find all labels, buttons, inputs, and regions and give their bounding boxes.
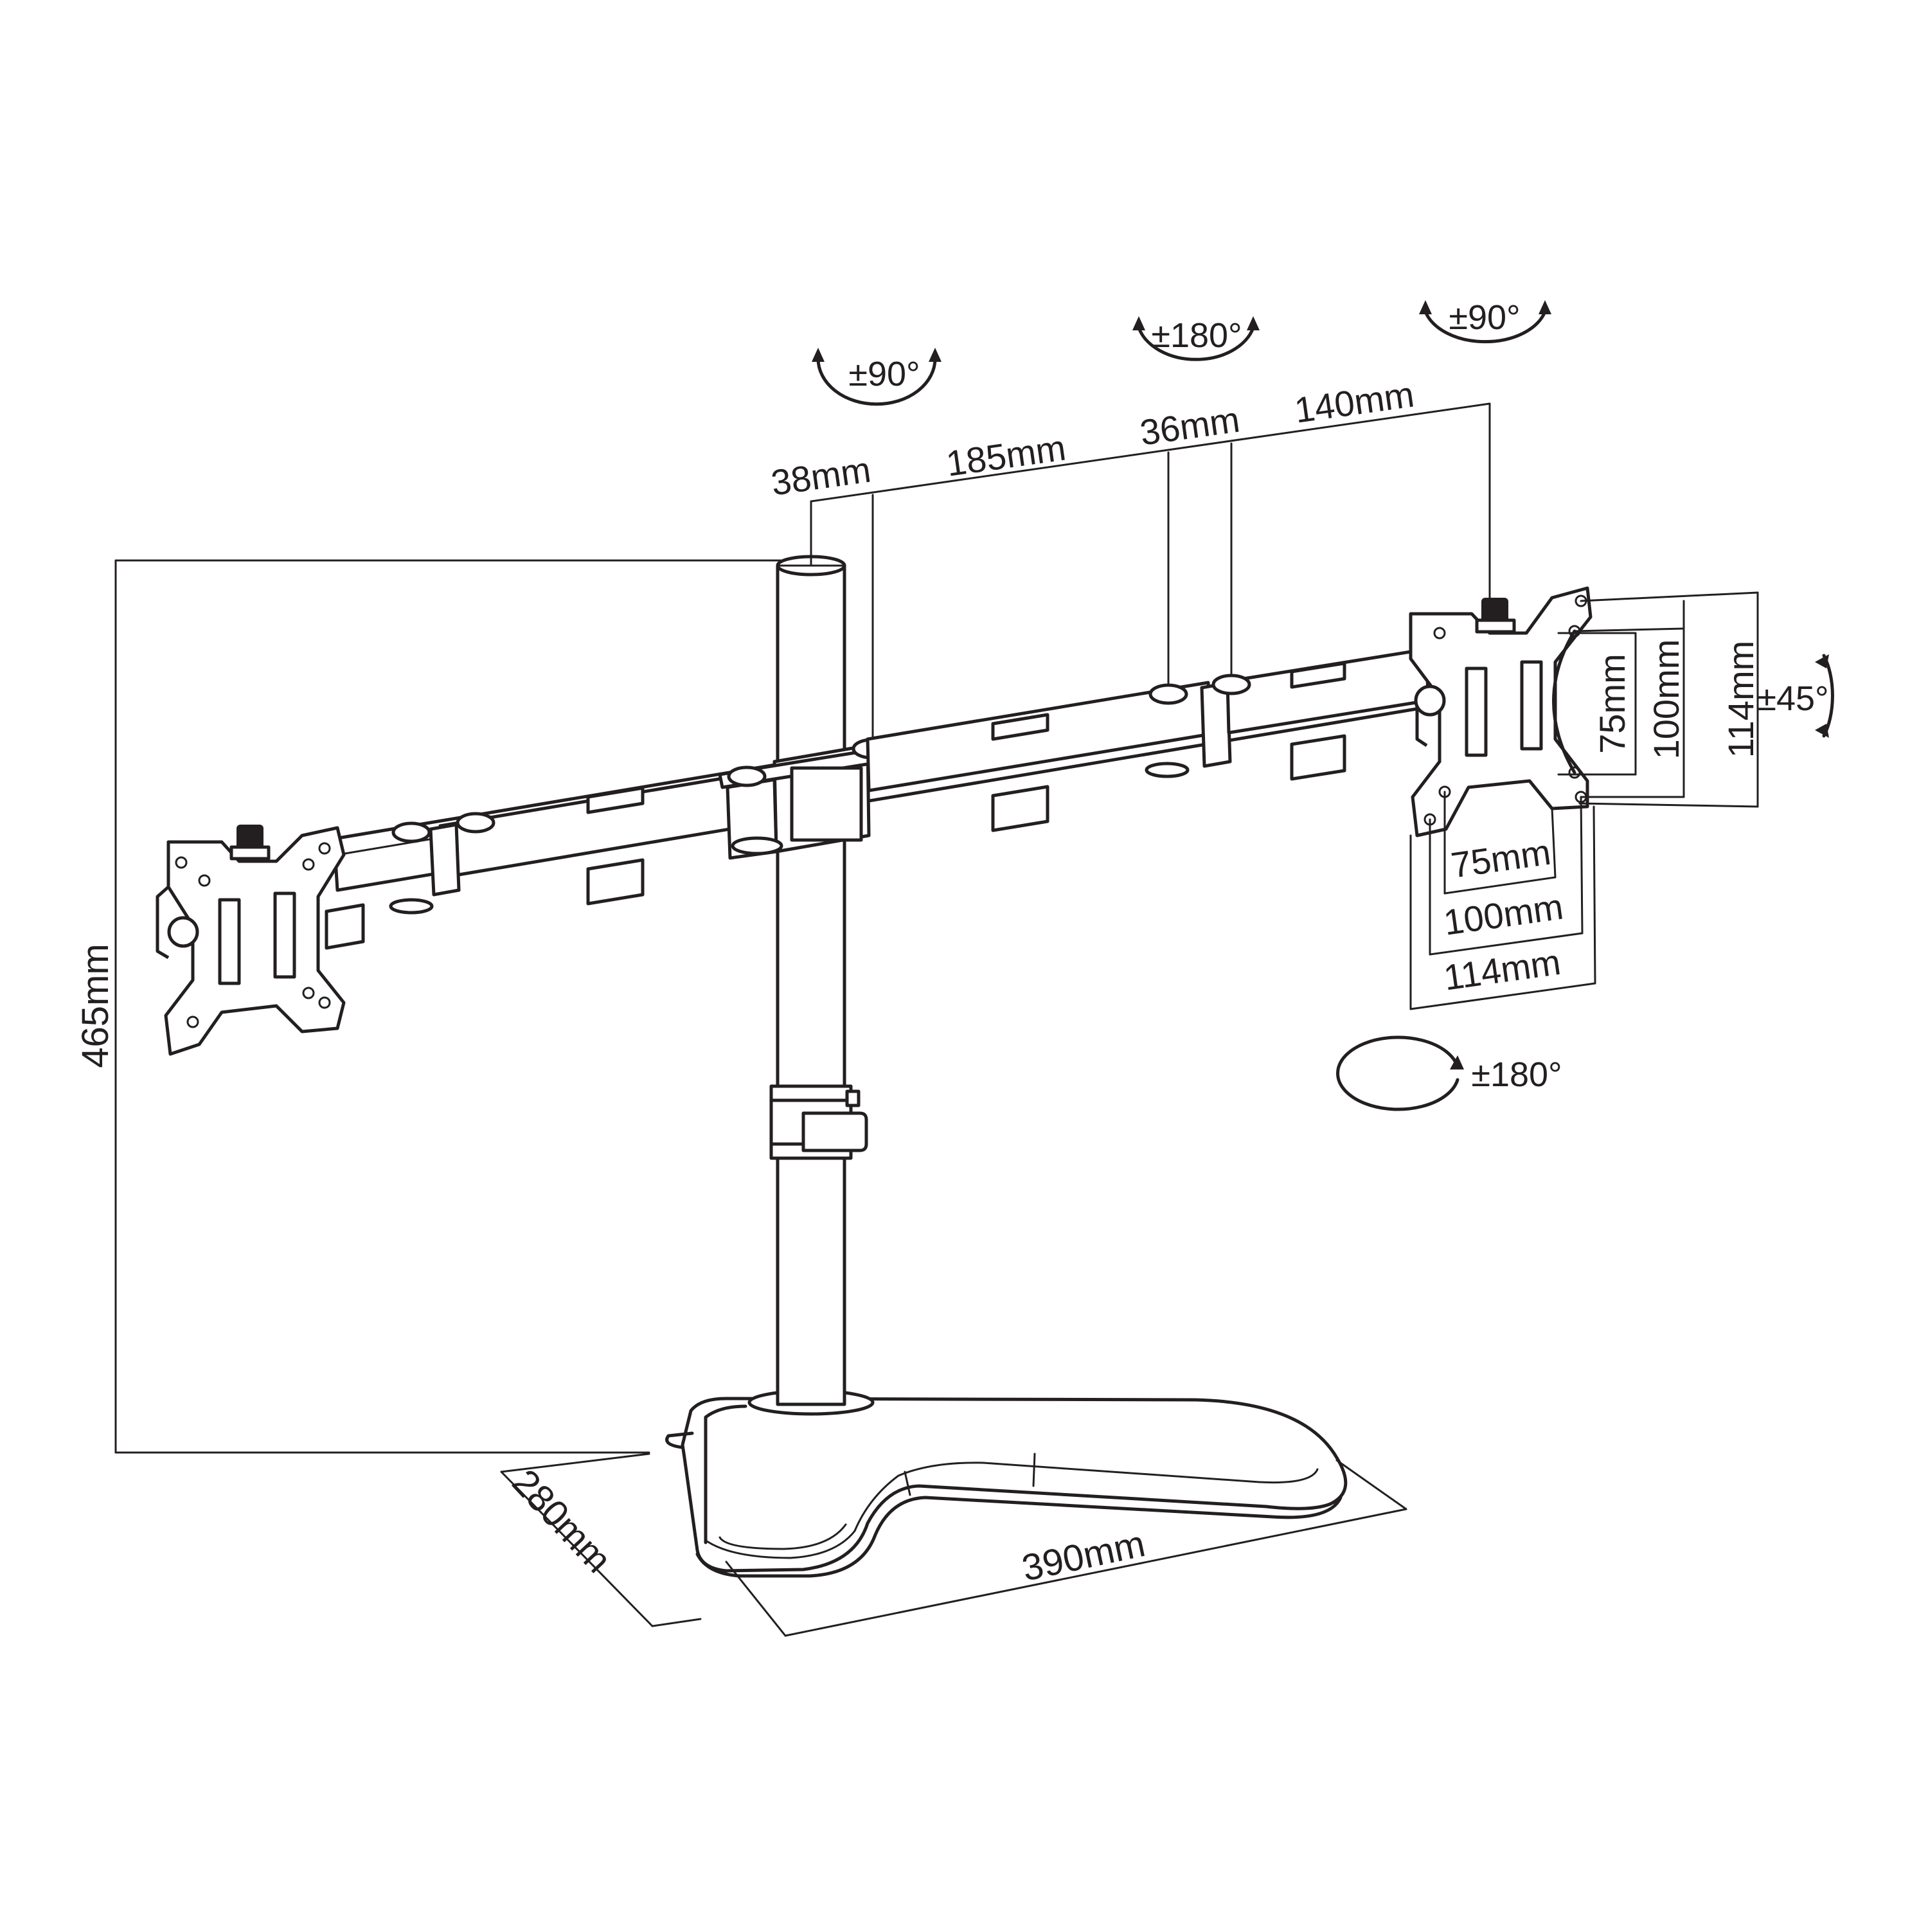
vesa-vertical-100-label: 100mm — [1646, 640, 1686, 760]
vesa-horizontal-100-label: 100mm — [1441, 886, 1566, 943]
vesa-vertical-75-label: 75mm — [1592, 654, 1632, 754]
height-label: 465mm — [75, 944, 116, 1068]
left-vesa-plate — [156, 825, 346, 1056]
rotation-indicator-right-bottom: ±180° — [1336, 1035, 1562, 1111]
base-depth-label: 280mm — [504, 1462, 620, 1581]
arm-outer-label: 140mm — [1292, 374, 1416, 431]
rotation-arrow-icon — [1424, 310, 1547, 344]
tilt-rotation-label: ±90° — [1449, 298, 1520, 337]
joint-rotation-label: ±180° — [1151, 316, 1242, 355]
pole-rotation-label: ±90° — [848, 355, 920, 393]
stand-base — [665, 1389, 1348, 1578]
rotation-arrow-icon — [1336, 1035, 1459, 1111]
vesa-horizontal-75-label: 75mm — [1449, 832, 1553, 886]
arm-dimension-chain: 38mm 185mm 36mm 140mm — [769, 374, 1491, 747]
side-rotation-label: ±45° — [1757, 679, 1828, 718]
rotation-indicator-right-side: ±45° — [1757, 654, 1834, 738]
stand-pole — [769, 555, 868, 1406]
vesa-vertical-114-label: 114mm — [1720, 641, 1761, 758]
rotation-arrow-icon — [816, 357, 937, 406]
right-vesa-plate — [1409, 586, 1593, 837]
rotation-indicator-right-tilt: ±90° — [1419, 298, 1551, 344]
rotation-indicator-arm-joint: ±180° — [1132, 316, 1260, 361]
bottom-rotation-label: ±180° — [1471, 1055, 1562, 1094]
base-width-label: 390mm — [1019, 1523, 1149, 1589]
dual-arm-bar — [325, 647, 1430, 950]
rotation-arrow-icon — [1822, 654, 1834, 738]
joint-label: 36mm — [1138, 399, 1242, 453]
rotation-arrow-icon — [1137, 326, 1255, 361]
vesa-vertical-dimensions: 75mm 100mm 114mm — [1557, 591, 1761, 808]
arm-inner-label: 185mm — [943, 427, 1068, 484]
rotation-indicator-pole-top: ±90° — [812, 348, 942, 406]
height-dimension: 465mm — [75, 559, 812, 1454]
